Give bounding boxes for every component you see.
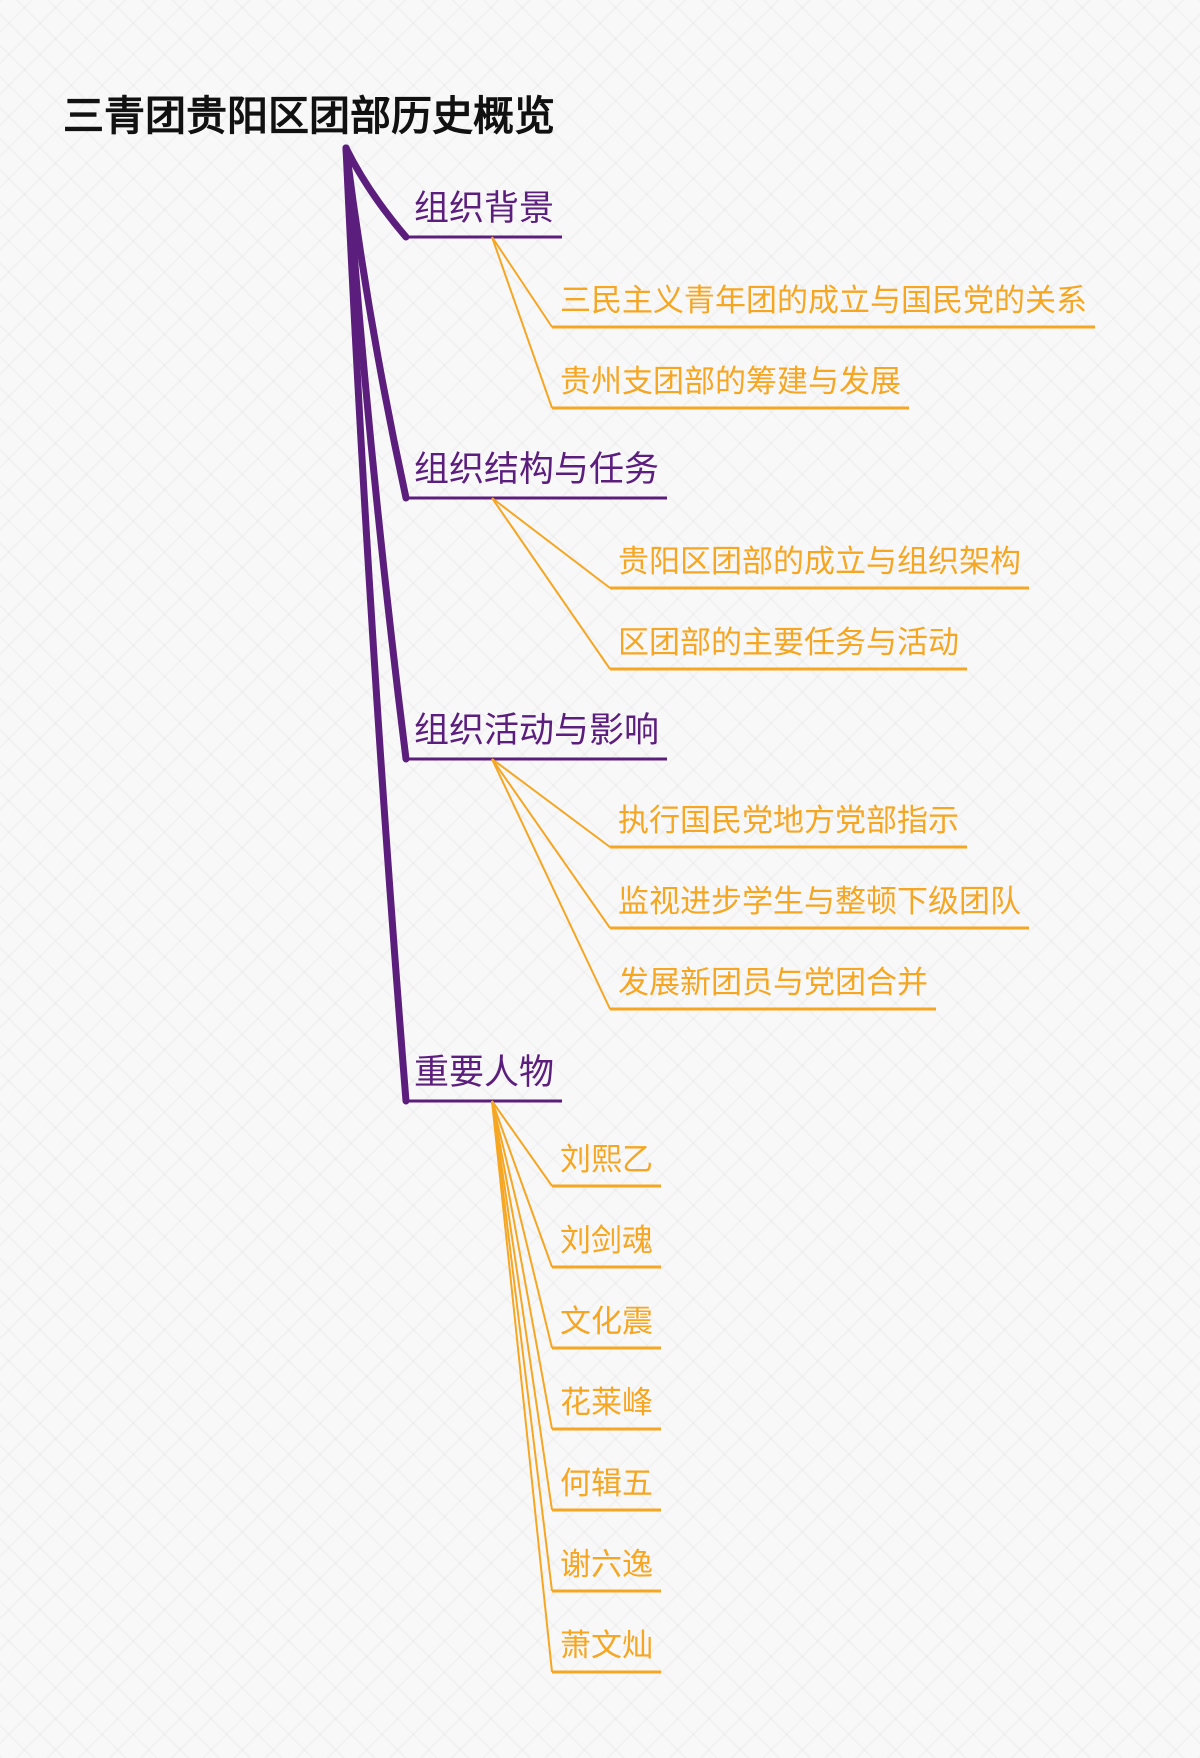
leaf-connector [491, 1100, 553, 1592]
leaf-connector [491, 758, 611, 848]
leaf-connector [491, 758, 611, 929]
leaf-new-members-merger: 发展新团员与党团合并 [618, 965, 928, 1001]
leaf-connector [491, 236, 553, 328]
leaf-connector [491, 758, 611, 1010]
leaf-connector [491, 1100, 553, 1187]
leaf-main-tasks-activities: 区团部的主要任务与活动 [618, 625, 959, 661]
root-title: 三青团贵阳区团部历史概览 [63, 92, 555, 140]
leaf-connector [491, 497, 611, 670]
leaf-person: 文化震 [560, 1304, 653, 1340]
leaf-connector [491, 1100, 553, 1430]
leaf-person: 刘剑魂 [560, 1223, 653, 1259]
branch-key-figures: 重要人物 [414, 1053, 555, 1093]
branch-organization-background: 组织背景 [414, 189, 555, 229]
branch-connector [342, 144, 410, 241]
leaf-connector [491, 1100, 553, 1673]
leaf-connector [491, 1100, 553, 1349]
leaf-connector [491, 1100, 553, 1511]
leaf-person: 刘熙乙 [560, 1142, 653, 1178]
leaf-person: 谢六逸 [560, 1547, 653, 1583]
branch-connector [342, 144, 410, 1105]
branch-activities-and-influence: 组织活动与影响 [414, 711, 660, 751]
leaf-connector [491, 1100, 553, 1268]
leaf-guiyang-branch-structure: 贵阳区团部的成立与组织架构 [618, 544, 1021, 580]
leaf-person: 萧文灿 [560, 1628, 653, 1664]
leaf-connector [491, 236, 553, 409]
leaf-person: 花莱峰 [560, 1385, 653, 1421]
branch-structure-and-tasks: 组织结构与任务 [414, 450, 660, 490]
leaf-person: 何辑五 [560, 1466, 653, 1502]
leaf-sanmin-youth-league-relation: 三民主义青年团的成立与国民党的关系 [560, 283, 1087, 319]
leaf-monitor-students: 监视进步学生与整顿下级团队 [618, 884, 1021, 920]
leaf-connector [491, 497, 611, 589]
leaf-execute-party-instructions: 执行国民党地方党部指示 [618, 803, 959, 839]
leaf-guizhou-branch-founding: 贵州支团部的筹建与发展 [560, 364, 901, 400]
